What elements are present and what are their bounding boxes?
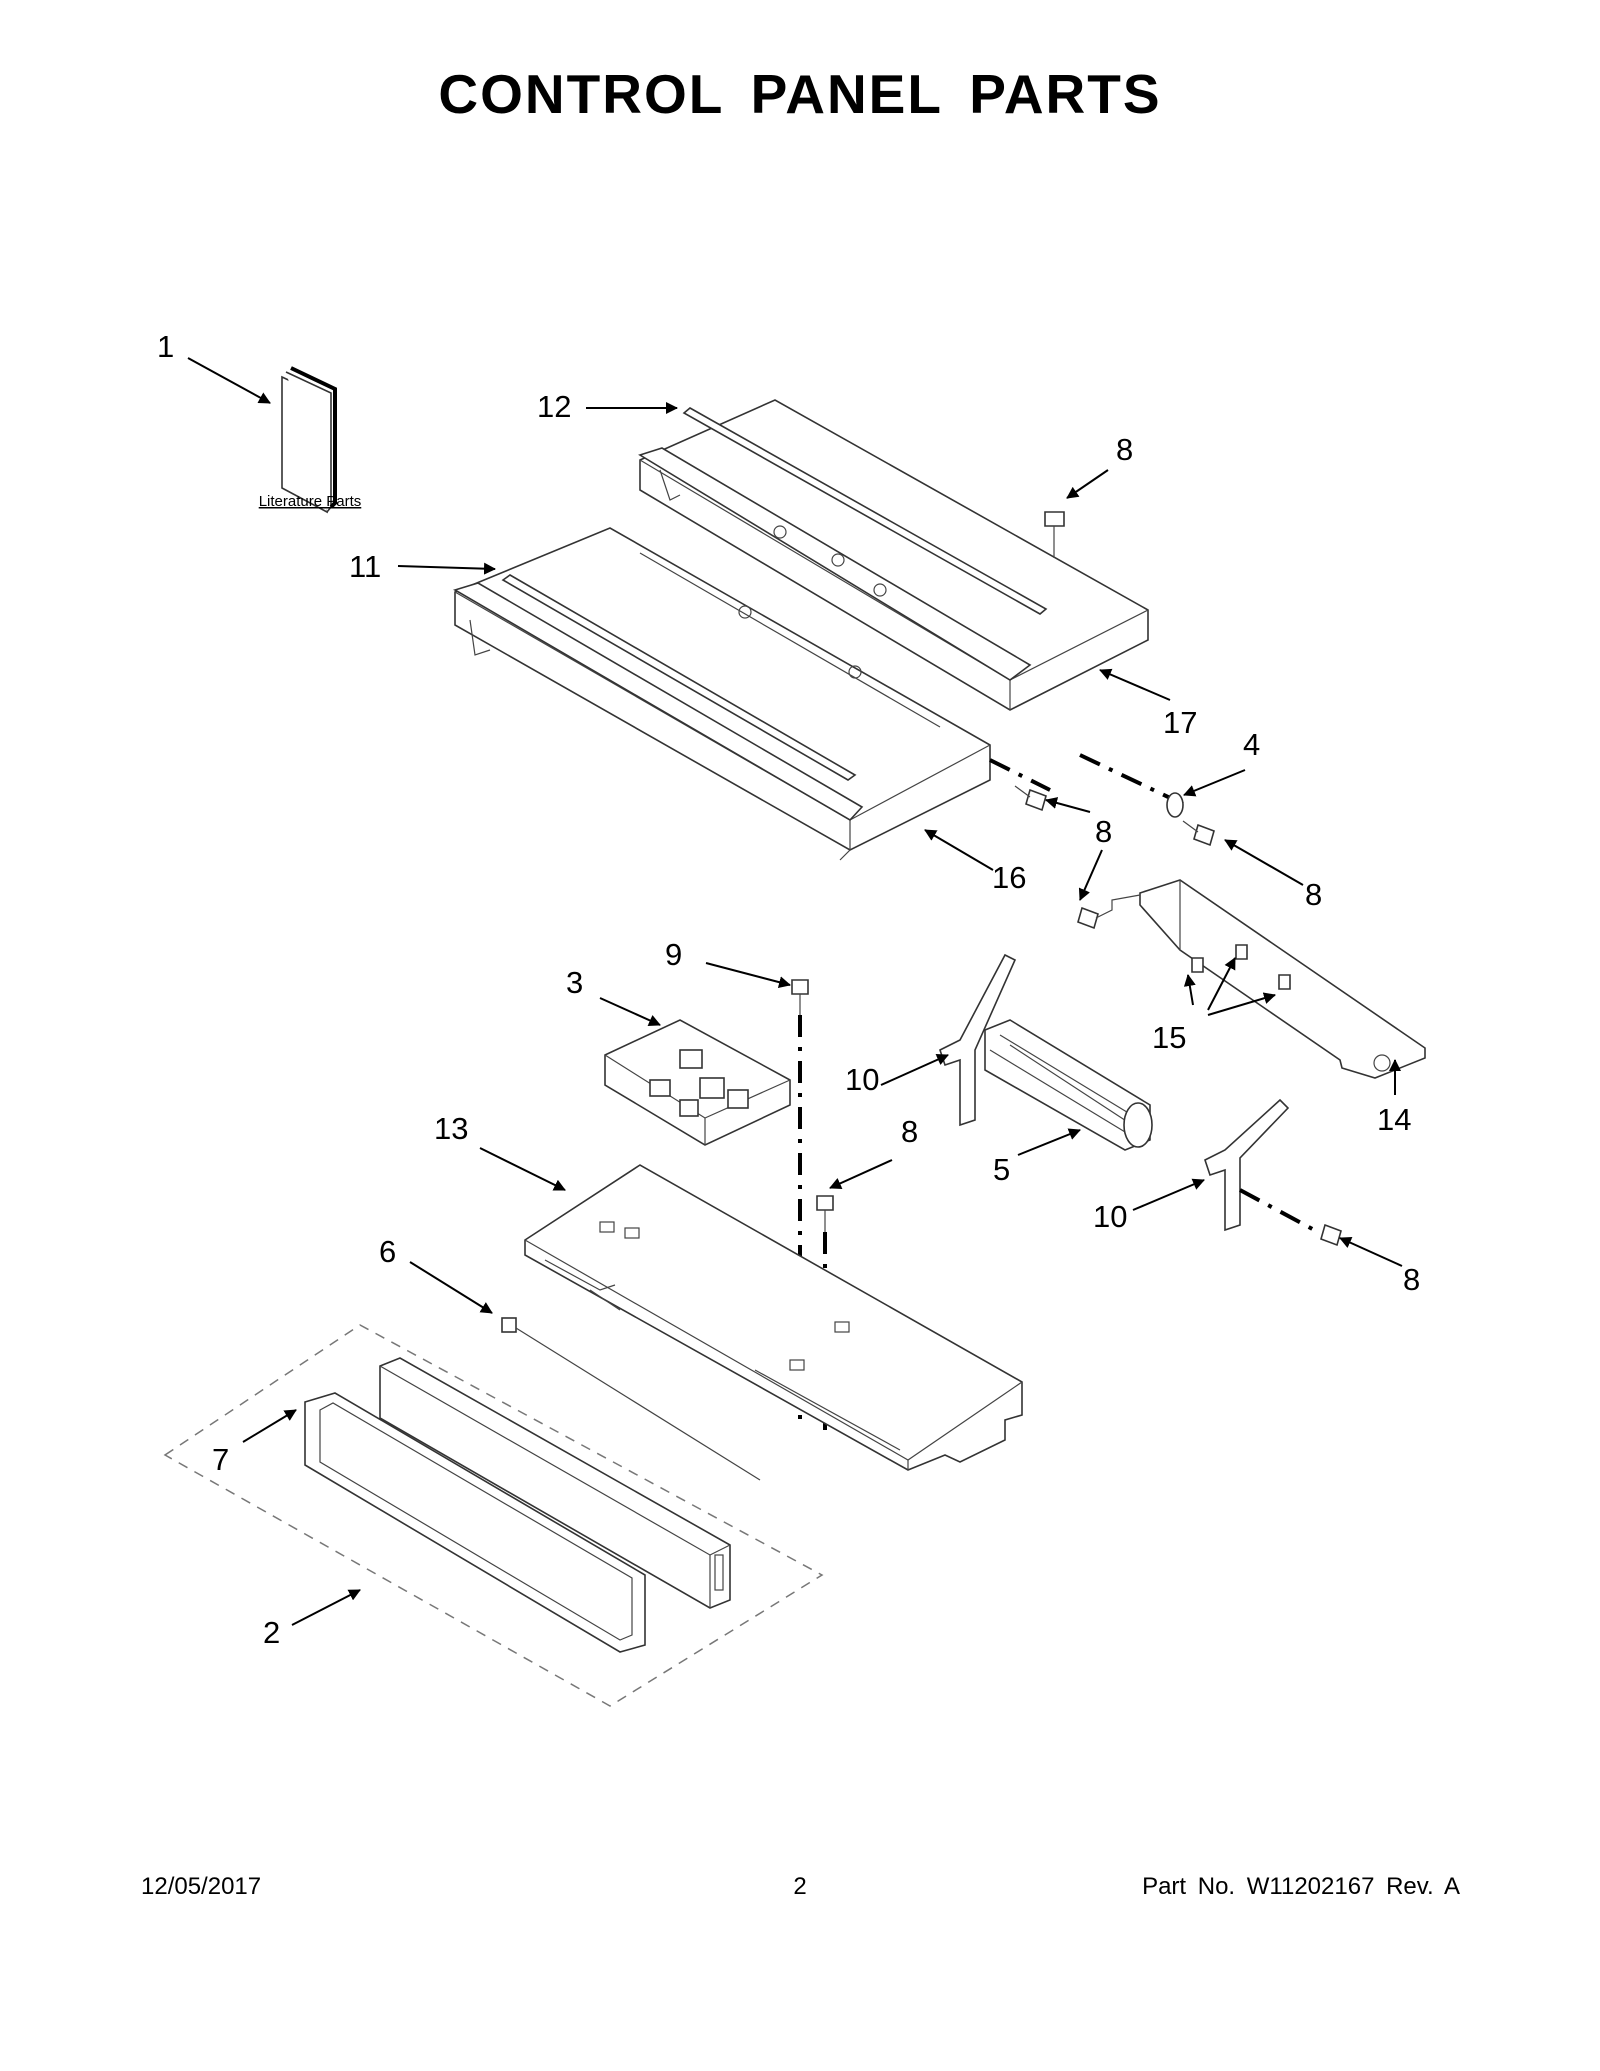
callout-numbers: 1 12 8 11 17 4 8 16 8 9 3 10 15 14 13 8 …	[157, 329, 1420, 1650]
callout-label: 2	[263, 1615, 280, 1650]
lower-shroud-gasket	[501, 574, 857, 781]
screw	[1077, 906, 1099, 930]
small-screws	[1191, 944, 1291, 990]
callout-label: 8	[1305, 877, 1322, 912]
control-board	[604, 1019, 791, 1146]
control-panel-glass	[379, 1357, 731, 1609]
footer-part-number: Part No. W11202167 Rev. A	[1142, 1873, 1460, 1900]
callout-label: 10	[845, 1062, 879, 1097]
footer-page-number: 2	[793, 1873, 807, 1900]
callout-label: 17	[1163, 705, 1197, 740]
sensor-wire	[501, 1317, 761, 1481]
lower-shroud	[453, 527, 991, 861]
leader-lines	[187, 357, 1403, 1626]
washer	[1166, 792, 1184, 818]
control-mounting-plate	[524, 1164, 1023, 1471]
fan-bracket-right	[1204, 1098, 1290, 1232]
callout-label: 12	[537, 389, 571, 424]
fan-bracket-left	[939, 953, 1017, 1127]
literature-booklet	[281, 366, 337, 514]
callout-label: 13	[434, 1111, 468, 1146]
screw	[1014, 785, 1047, 812]
callout-label: 10	[1093, 1199, 1127, 1234]
callout-label: 14	[1377, 1102, 1411, 1137]
callout-label: 5	[993, 1152, 1010, 1187]
blower-fan	[984, 1019, 1153, 1151]
upper-shroud-gasket	[682, 407, 1048, 615]
assembly-boundary	[163, 1324, 824, 1707]
footer-date: 12/05/2017	[141, 1873, 262, 1900]
control-panel-frame	[304, 1392, 646, 1653]
callout-label: 16	[992, 860, 1026, 895]
callout-label: 8	[901, 1114, 918, 1149]
callout-label: 7	[212, 1442, 229, 1477]
page-title: CONTROL PANEL PARTS	[438, 63, 1162, 125]
screw	[1320, 1223, 1342, 1247]
upper-shroud	[638, 399, 1149, 711]
literature-parts-label: Literature Parts	[259, 493, 362, 510]
screw	[1044, 511, 1065, 558]
callout-label: 15	[1152, 1020, 1186, 1055]
callout-label: 8	[1095, 814, 1112, 849]
callout-label: 11	[349, 549, 381, 584]
callout-label: 4	[1243, 727, 1260, 762]
callout-label: 9	[665, 937, 682, 972]
screw	[791, 979, 809, 1015]
mounting-bracket	[1095, 879, 1426, 1079]
callout-label: 6	[379, 1234, 396, 1269]
screw	[816, 1195, 834, 1232]
callout-label: 3	[566, 965, 583, 1000]
screw	[1182, 820, 1215, 847]
callout-label: 1	[157, 329, 174, 364]
callout-label: 8	[1116, 432, 1133, 467]
callout-label: 8	[1403, 1262, 1420, 1297]
